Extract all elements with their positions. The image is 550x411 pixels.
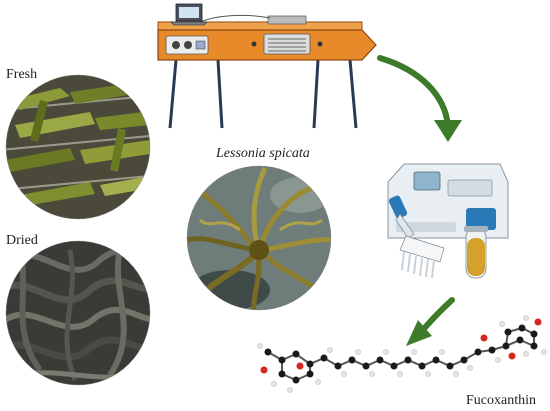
laptop-icon — [170, 3, 208, 26]
arrow-oven-to-spectrophotometer — [377, 55, 451, 129]
label-species: Lessonia spicata — [215, 146, 310, 161]
multichannel-pipette-icon — [388, 195, 445, 279]
curved-arrow-icon — [406, 320, 432, 346]
arrow-spectrophotometer-to-fucoxanthin — [417, 297, 455, 335]
fresh-seaweed-photo — [5, 74, 151, 220]
label-molecule: Fucoxanthin — [466, 393, 536, 408]
fucoxanthin-molecule — [257, 315, 547, 393]
label-fresh: Fresh — [6, 67, 37, 82]
drying-oven-icon — [157, 14, 377, 129]
lessonia-spicata-photo — [186, 165, 332, 311]
dried-seaweed-photo — [5, 240, 151, 386]
test-tube-icon — [464, 226, 488, 279]
curved-arrow-icon — [434, 120, 462, 142]
label-dried: Dried — [6, 233, 38, 248]
